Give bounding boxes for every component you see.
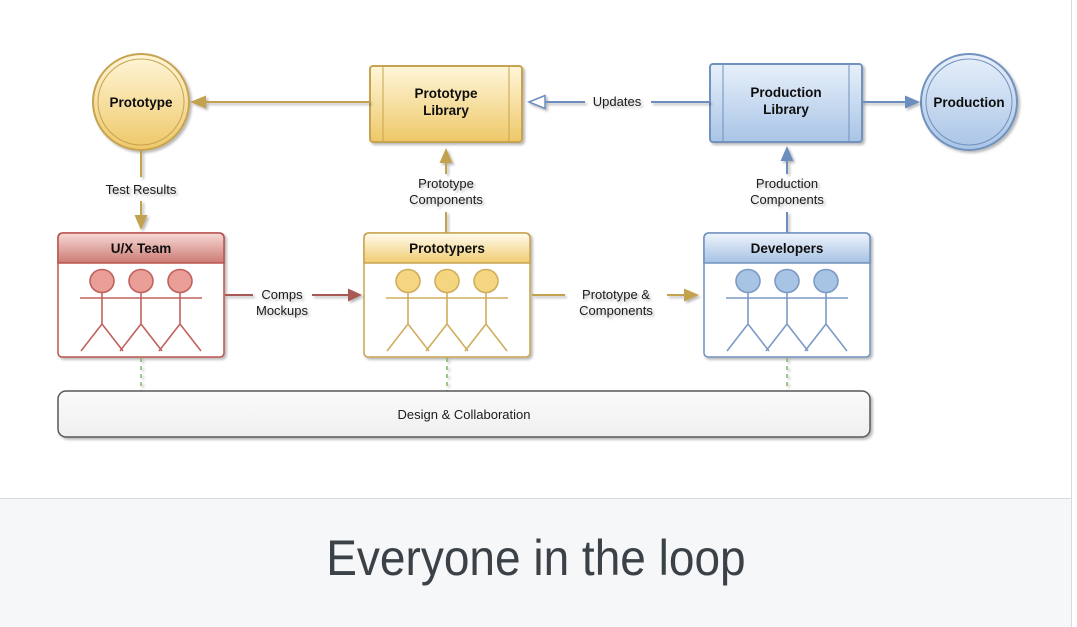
node-prototypers: Prototypers — [363, 232, 531, 358]
edge-updates: Updates — [527, 94, 710, 110]
edge-prototype-components: Prototype Components — [409, 148, 483, 233]
comps-mockups-label-1: Comps — [261, 287, 303, 302]
production-label: Production — [933, 95, 1004, 110]
ux-team-header — [57, 232, 225, 264]
figure-area: Prototype Prototype Library Production L… — [57, 53, 1018, 438]
flow-diagram: Prototype Prototype Library Production L… — [57, 53, 1018, 438]
edge-test-results: Test Results — [106, 150, 177, 230]
right-gutter — [1071, 0, 1077, 627]
right-arrowhead — [684, 288, 699, 302]
test-results-label: Test Results — [106, 182, 177, 197]
production-library-label-2: Library — [763, 102, 809, 117]
prototype-label: Prototype — [109, 95, 172, 110]
updates-label: Updates — [593, 94, 642, 109]
up-arrowhead — [439, 148, 453, 163]
node-prototype: Prototype — [92, 53, 190, 151]
prototypers-label: Prototypers — [409, 241, 485, 256]
ux-team-figures — [80, 268, 202, 352]
right-arrowhead — [348, 288, 362, 302]
node-ux-team: U/X Team — [57, 232, 225, 358]
developers-figures — [726, 268, 848, 352]
design-collaboration-box — [57, 390, 871, 438]
prototype-inner-ring — [97, 58, 185, 146]
prototype-components-label-2: Components — [409, 192, 483, 207]
down-arrowhead — [134, 215, 148, 230]
prototype-and-components-label-2: Components — [579, 303, 653, 318]
production-circle — [920, 53, 1018, 151]
edge-library-to-prototype — [190, 95, 370, 109]
production-library-label-1: Production — [750, 85, 821, 100]
node-prototype-library: Prototype Library — [369, 65, 523, 143]
production-components-label-1: Production — [756, 176, 818, 191]
edge-prototype-and-components: Prototype & Components — [532, 287, 699, 318]
prototype-and-components-label-1: Prototype & — [582, 287, 650, 302]
hollow-left-arrowhead — [527, 94, 546, 110]
node-production: Production — [920, 53, 1018, 151]
production-inner-ring — [925, 58, 1013, 146]
left-arrowhead — [190, 95, 206, 109]
prototype-library-label-1: Prototype — [414, 86, 477, 101]
edge-library-to-production — [862, 95, 920, 109]
collaboration-connectors — [140, 358, 788, 391]
developers-label: Developers — [751, 241, 824, 256]
prototype-components-label-1: Prototype — [418, 176, 474, 191]
comps-mockups-label-2: Mockups — [256, 303, 309, 318]
node-developers: Developers — [703, 232, 871, 358]
ux-team-label: U/X Team — [111, 241, 172, 256]
prototypers-figures — [386, 268, 508, 352]
right-arrowhead — [905, 95, 920, 109]
developers-header — [703, 232, 871, 264]
caption-panel: Everyone in the loop — [0, 498, 1071, 627]
edge-production-components: Production Components — [750, 146, 824, 233]
prototype-library-label-2: Library — [423, 103, 469, 118]
prototypers-header — [363, 232, 531, 264]
edge-comps-mockups: Comps Mockups — [225, 287, 362, 318]
production-components-label-2: Components — [750, 192, 824, 207]
design-collaboration-label: Design & Collaboration — [398, 407, 531, 422]
figure-caption: Everyone in the loop — [325, 530, 746, 586]
up-arrowhead — [780, 146, 794, 161]
prototype-library-box — [369, 65, 523, 143]
node-production-library: Production Library — [709, 63, 863, 143]
node-design-collaboration: Design & Collaboration — [57, 390, 871, 438]
